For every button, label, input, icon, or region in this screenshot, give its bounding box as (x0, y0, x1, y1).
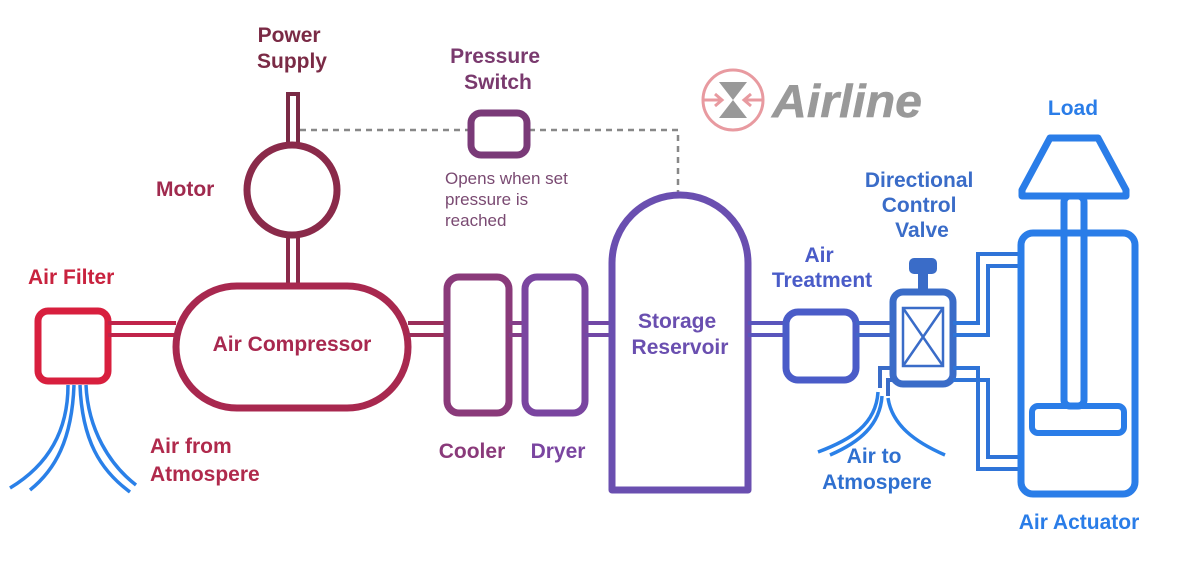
treatment-to-valve-pipe (856, 321, 893, 337)
exhaust-curve-left-inner (829, 395, 884, 457)
air-filter-label: Air Filter (28, 266, 114, 289)
power-supply-label: Power Supply (257, 24, 327, 73)
valve-knob (909, 258, 937, 274)
reservoir-to-treatment-pipe (748, 321, 786, 337)
compressor-to-cooler-pipe (408, 321, 447, 337)
airline-logo: Airline (701, 68, 922, 132)
air-actuator-label: Air Actuator (1019, 511, 1140, 534)
directional-control-valve (889, 258, 957, 388)
load-label: Load (1048, 97, 1098, 120)
actuator-piston (1029, 403, 1127, 436)
air-compressor-label: Air Compressor (213, 333, 372, 356)
air-treatment-box (782, 308, 860, 384)
intake-curve-left (9, 384, 70, 490)
air-from-atmosphere-label: Air from Atmospere (150, 435, 260, 486)
directional-control-valve-label: Directional Control Valve (865, 169, 979, 242)
motor-shaft-pipe (286, 235, 300, 287)
air-exhaust-stream (817, 391, 946, 457)
valve-exhaust-pipe (878, 366, 893, 396)
air-actuator (1017, 229, 1139, 498)
intake-curve-left-inner (28, 384, 76, 492)
valve-inner-box (901, 306, 945, 368)
dryer-box (521, 273, 589, 417)
intake-curve-right (78, 384, 132, 494)
cooler-label: Cooler (439, 440, 506, 463)
storage-reservoir-tank (608, 191, 752, 494)
cooler-box (443, 273, 513, 417)
motor-circle (243, 141, 341, 239)
pressure-switch-label: Pressure Switch (450, 45, 546, 94)
filter-to-compressor-pipe (108, 321, 176, 337)
valve-stem (918, 274, 928, 292)
air-treatment-label: Air Treatment (772, 244, 872, 292)
air-intake-stream (9, 384, 138, 494)
pressure-switch-note: Opens when set pressure is reached (445, 169, 573, 230)
exhaust-curve-right (886, 397, 946, 457)
load (1018, 134, 1130, 410)
valve-cross-icon (901, 307, 945, 367)
valve-body (889, 288, 957, 388)
actuator-rod (1060, 192, 1088, 410)
motor-label: Motor (156, 178, 214, 201)
pressure-switch-box (467, 109, 531, 159)
air-compressor-body (172, 282, 412, 412)
logo-text: Airline (771, 75, 922, 127)
exhaust-curve-left (817, 391, 880, 454)
storage-reservoir-label: Storage Reservoir (632, 310, 729, 359)
air-to-atmosphere-label: Air to Atmospere (822, 445, 932, 494)
valve-to-actuator-lower-pipe (953, 366, 1021, 471)
load-shape (1018, 134, 1130, 200)
intake-curve-right-outer (84, 384, 138, 487)
dryer-to-reservoir-pipe (585, 321, 612, 337)
valve-to-actuator-upper-pipe (953, 252, 1021, 337)
air-filter-box (34, 307, 112, 385)
pressure-signal-line-right (529, 128, 680, 200)
actuator-cylinder (1017, 229, 1139, 498)
dryer-label: Dryer (531, 440, 586, 463)
logo-valve-icon (719, 82, 747, 118)
power-supply-pipe (286, 92, 300, 145)
logo-arrows-icon (703, 92, 763, 108)
